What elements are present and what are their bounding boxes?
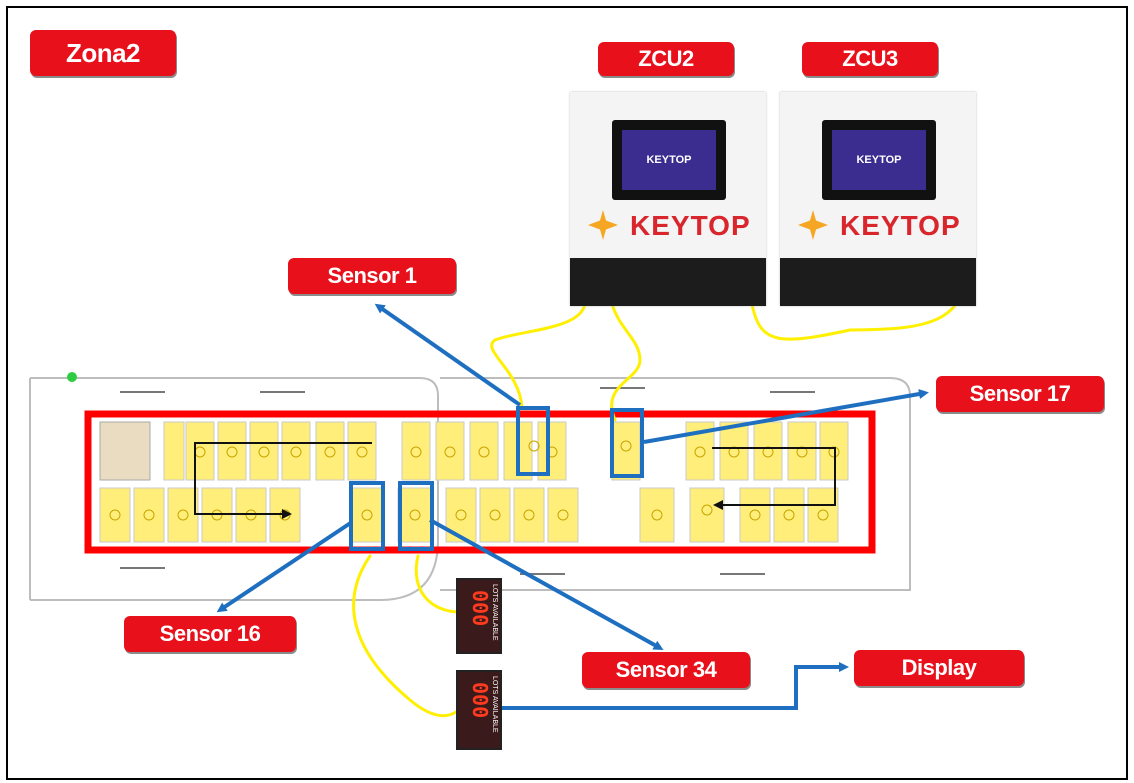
zcu3-terminal-board [780,258,976,306]
zcu2-label: ZCU2 [598,42,734,76]
lots-display-lower-caption: LOTS AVAILABLE [491,676,498,733]
sensor-1-label: Sensor 1 [288,258,456,294]
zcu2-screen-brand: KEYTOP [622,130,716,190]
lots-display-upper: 000 LOTS AVAILABLE [456,578,502,654]
zone-label: Zona2 [30,30,176,76]
zcu3-logo-icon [798,210,828,240]
parking-bays [100,422,848,542]
sensor-16-label: Sensor 16 [124,616,296,652]
zcu3-brand: KEYTOP [840,210,961,242]
sensor-17-label: Sensor 17 [936,376,1104,412]
zcu3-screen: KEYTOP [822,120,936,200]
zcu2-brand: KEYTOP [630,210,751,242]
zcu2-terminal-board [570,258,766,306]
zcu3-label: ZCU3 [802,42,938,76]
lots-display-lower: 000 LOTS AVAILABLE [456,670,502,750]
zcu2-logo-icon [588,210,618,240]
building-block [100,422,150,480]
lots-display-upper-digits: 000 [468,590,492,626]
zcu3-device: KEYTOP KEYTOP [780,92,976,306]
status-dot [67,372,77,382]
arrow-sensor-1 [378,306,520,405]
lots-display-upper-caption: LOTS AVAILABLE [491,584,498,641]
lots-display-lower-digits: 000 [468,682,492,718]
zcu2-device: KEYTOP KEYTOP [570,92,766,306]
display-label: Display [854,650,1024,686]
zcu3-screen-brand: KEYTOP [832,130,926,190]
zcu2-screen: KEYTOP [612,120,726,200]
sensor-34-label: Sensor 34 [582,652,750,688]
